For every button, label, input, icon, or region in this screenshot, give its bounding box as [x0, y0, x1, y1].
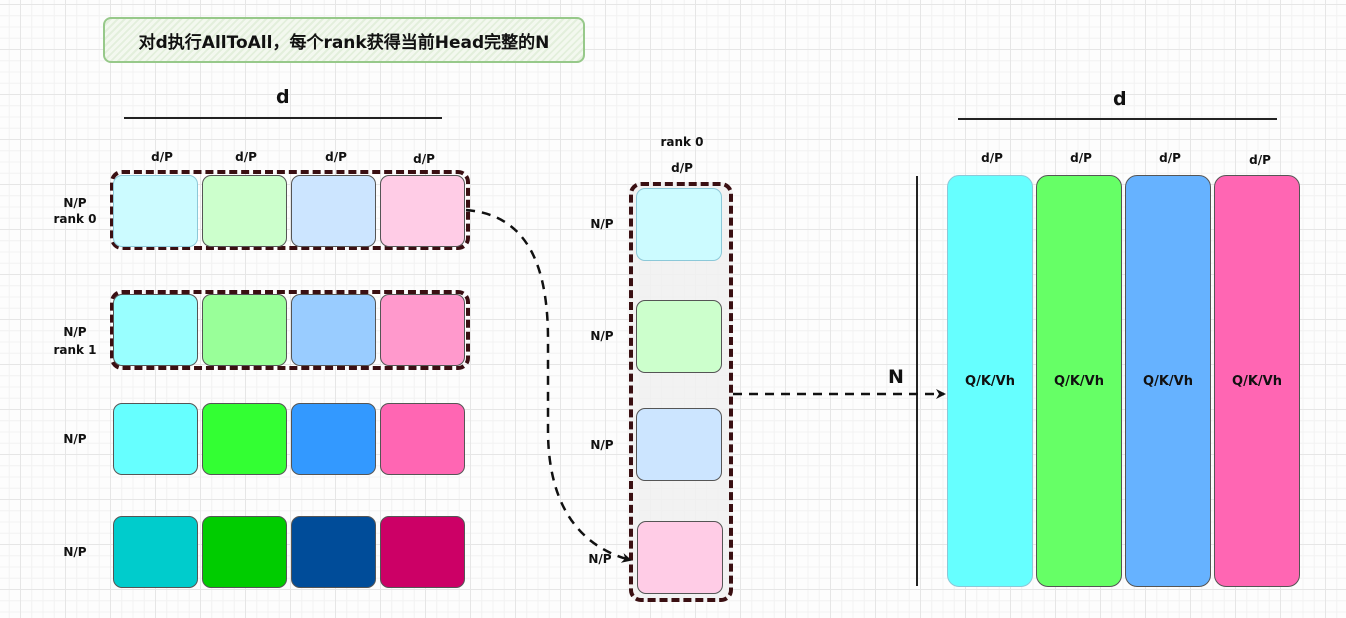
left-col-label: d/P [325, 150, 347, 164]
middle-block-1 [636, 300, 722, 373]
block-r3-c2 [291, 516, 376, 588]
block-r1-c1 [202, 294, 287, 366]
block-r1-c0 [113, 294, 198, 366]
right-dim-line [958, 118, 1277, 120]
left-dim-label: d [276, 86, 290, 108]
qkv-column-label: Q/K/Vh [965, 373, 1015, 389]
block-r3-c1 [202, 516, 287, 588]
left-col-label: d/P [235, 150, 257, 164]
row-label: N/P [63, 196, 87, 210]
block-r1-c3 [380, 294, 465, 366]
left-col-label: d/P [413, 152, 435, 166]
block-r2-c1 [202, 403, 287, 475]
row-rank-label: rank 0 [53, 212, 97, 226]
right-col-label: d/P [981, 151, 1003, 165]
block-r2-c2 [291, 403, 376, 475]
block-r2-c3 [380, 403, 465, 475]
block-r0-c3 [380, 175, 465, 247]
title-text: 对d执行AllToAll，每个rank获得当前Head完整的N [138, 32, 550, 53]
qkv-column-label: Q/K/Vh [1054, 373, 1104, 389]
block-r0-c0 [113, 175, 198, 247]
qkv-column-1: Q/K/Vh [1036, 175, 1122, 587]
block-r3-c0 [113, 516, 198, 588]
row-label: N/P [63, 432, 87, 446]
qkv-column-2: Q/K/Vh [1125, 175, 1211, 587]
right-col-label: d/P [1070, 151, 1092, 165]
middle-block-3 [637, 521, 723, 594]
middle-block-2 [636, 408, 722, 481]
block-r3-c3 [380, 516, 465, 588]
left-dim-line [124, 117, 442, 119]
middle-row-label: N/P [590, 329, 614, 343]
n-axis-line [916, 176, 918, 586]
left-col-label: d/P [151, 150, 173, 164]
block-r2-c0 [113, 403, 198, 475]
row-rank-label: rank 1 [53, 343, 97, 357]
right-col-label: d/P [1249, 153, 1271, 167]
right-col-label: d/P [1159, 151, 1181, 165]
curved-dashed-arrow [465, 208, 632, 563]
middle-block-0 [636, 188, 722, 261]
right-dim-label: d [1113, 88, 1127, 110]
n-axis-label: N [888, 366, 904, 388]
title-note: 对d执行AllToAll，每个rank获得当前Head完整的N [103, 17, 585, 63]
qkv-column-3: Q/K/Vh [1214, 175, 1300, 587]
row-label: N/P [63, 545, 87, 559]
block-r1-c2 [291, 294, 376, 366]
qkv-column-label: Q/K/Vh [1143, 373, 1193, 389]
middle-row-label: N/P [588, 552, 612, 566]
middle-rank-label: rank 0 [660, 135, 704, 149]
qkv-column-0: Q/K/Vh [947, 175, 1033, 587]
row-label: N/P [63, 325, 87, 339]
middle-row-label: N/P [590, 217, 614, 231]
qkv-column-label: Q/K/Vh [1232, 373, 1282, 389]
middle-row-label: N/P [590, 438, 614, 452]
middle-col-label: d/P [671, 161, 693, 175]
block-r0-c2 [291, 175, 376, 247]
block-r0-c1 [202, 175, 287, 247]
